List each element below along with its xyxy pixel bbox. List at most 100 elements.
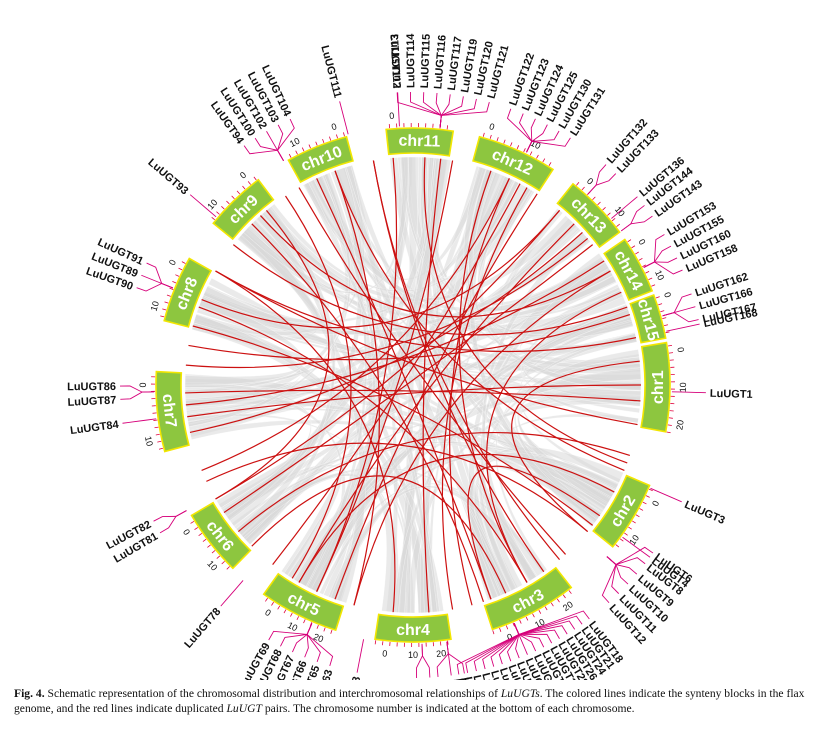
tick-label: 0 — [263, 607, 273, 618]
gene-label: LuUGT113 — [389, 34, 404, 89]
tick-mark — [639, 508, 644, 511]
chromosome-chr11 — [385, 127, 455, 157]
gene-label: LuUGT3 — [683, 499, 727, 527]
tick-mark — [536, 154, 539, 159]
tick-mark — [525, 616, 529, 621]
tick-mark — [660, 310, 665, 313]
tick-mark — [550, 602, 554, 607]
tick-mark — [308, 144, 311, 149]
tick-label: 10 — [678, 382, 688, 392]
tick-mark — [322, 138, 325, 144]
tick-mark — [544, 606, 548, 611]
gene-connector — [606, 556, 629, 585]
gene-connector — [220, 580, 244, 607]
gene-connector — [276, 118, 295, 161]
gene-connector — [136, 282, 174, 292]
synteny-link — [469, 172, 599, 527]
synteny-link — [187, 413, 415, 614]
tick-mark — [668, 417, 673, 419]
chromosome-chr3 — [483, 566, 573, 631]
gene-connector — [446, 641, 465, 674]
duplication-link — [201, 209, 561, 329]
tick-label: 10 — [143, 435, 155, 447]
tick-mark — [221, 560, 225, 565]
tick-mark — [482, 132, 485, 137]
tick-mark — [642, 264, 647, 268]
tick-mark — [447, 640, 449, 645]
tick-mark — [556, 598, 560, 603]
tick-mark — [632, 520, 636, 524]
tick-mark — [288, 153, 292, 158]
duplication-link — [215, 270, 638, 426]
duplication-link — [298, 453, 615, 583]
duplication-link — [316, 160, 454, 592]
gene-label: LuUGT40 — [462, 676, 483, 680]
caption-fig-label: Fig. 4. — [14, 687, 45, 700]
chromosome-label: chr4 — [396, 622, 430, 639]
tick-mark — [658, 303, 663, 306]
tick-mark — [277, 605, 281, 610]
duplication-link — [272, 183, 521, 566]
tick-mark — [619, 538, 624, 542]
gene-connector — [397, 92, 400, 127]
tick-mark — [645, 495, 650, 498]
chromosome-chr10 — [287, 135, 354, 184]
tick-mark — [309, 622, 313, 627]
tick-label: 10 — [205, 197, 219, 211]
tick-mark — [190, 520, 195, 524]
tick-mark — [329, 136, 332, 141]
gene-connector — [601, 556, 617, 604]
gene-connector — [456, 623, 520, 675]
synteny-link — [185, 398, 607, 513]
tick-label: 0 — [181, 527, 192, 537]
chromosome-chr12 — [472, 135, 555, 192]
gene-label: LuUGT58 — [342, 676, 363, 680]
gene-connector — [643, 261, 683, 275]
tick-mark — [576, 182, 580, 186]
tick-mark — [154, 426, 159, 429]
duplication-link — [422, 158, 442, 613]
tick-label: 10 — [205, 559, 219, 573]
gene-connector — [662, 312, 699, 323]
duplication-link — [511, 360, 640, 533]
gene-label: LuUGT84 — [69, 419, 120, 437]
gene-connector — [146, 262, 174, 289]
chromosome-chr13 — [556, 182, 621, 249]
tick-mark — [499, 627, 502, 632]
synteny-link — [193, 314, 444, 613]
tick-mark — [597, 201, 601, 206]
tick-mark — [446, 125, 449, 130]
tick-mark — [330, 629, 333, 634]
gene-connector — [304, 623, 313, 658]
tick-mark — [253, 176, 257, 181]
tick-mark — [532, 613, 535, 618]
gene-label: LuUGT1 — [710, 388, 753, 401]
tick-mark — [336, 134, 338, 139]
tick-label: 10 — [653, 269, 666, 282]
gene-connector — [268, 623, 313, 641]
gene-connector — [416, 643, 423, 678]
synteny-link — [261, 209, 617, 321]
tick-mark — [221, 206, 225, 210]
tick-mark — [663, 324, 669, 327]
synteny-link — [392, 306, 630, 613]
tick-label: 0 — [138, 382, 148, 387]
tick-mark — [295, 150, 298, 155]
tick-mark — [519, 619, 522, 624]
tick-mark — [216, 211, 220, 215]
gene-connector — [396, 92, 442, 128]
tick-label: 10 — [627, 533, 641, 547]
duplication-link — [192, 325, 594, 526]
gene-connector — [153, 510, 187, 522]
gene-connector — [436, 641, 449, 677]
tick-mark — [624, 532, 628, 536]
chromosome-label: chr7 — [159, 393, 179, 428]
duplication-link — [188, 313, 631, 361]
gene-label: LuUGT87 — [67, 395, 116, 409]
gene-label: LuUGT38 — [479, 672, 503, 680]
tick-label: 0 — [662, 291, 673, 299]
chromosome-chr15 — [629, 293, 667, 344]
tick-mark — [271, 601, 274, 606]
synteny-link — [406, 382, 642, 614]
